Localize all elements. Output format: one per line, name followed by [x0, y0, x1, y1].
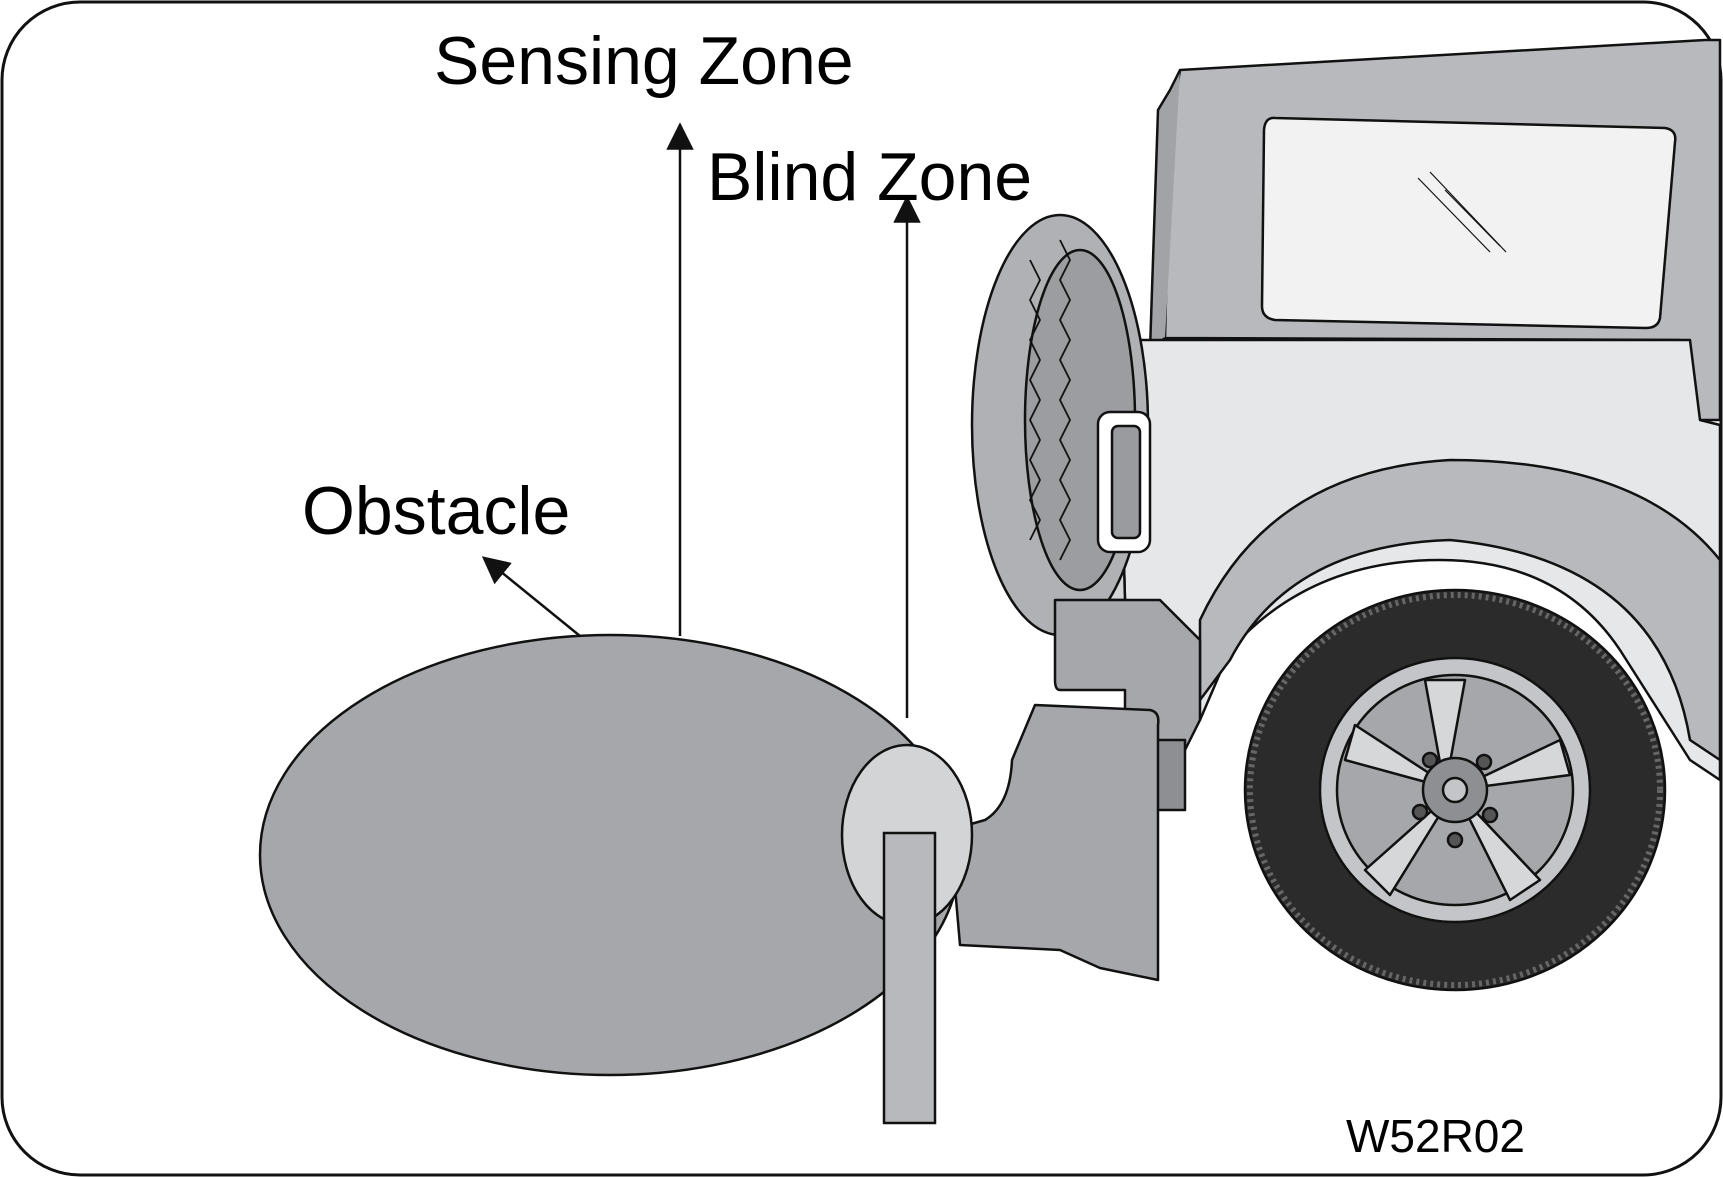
rear-window — [1260, 116, 1677, 330]
blind-zone-label: Blind Zone — [707, 139, 1032, 215]
suv-rear-illustration — [970, 38, 1722, 992]
sensing-zone-label: Sensing Zone — [434, 23, 854, 99]
lug-nut — [1475, 753, 1493, 771]
obstacle-label: Obstacle — [302, 473, 570, 549]
tail-light-lens — [1110, 424, 1142, 540]
lug-nut — [1421, 751, 1439, 769]
window-glare — [1444, 189, 1501, 247]
lug-nut — [1411, 803, 1429, 821]
tire-sidewall-texture — [1247, 592, 1663, 988]
sensor-housing — [948, 703, 1160, 982]
tire-tread — [1029, 259, 1041, 541]
obstacle-arrow — [481, 556, 581, 637]
window-glare — [1417, 177, 1491, 253]
lug-nut — [1481, 806, 1499, 824]
obstacle-post — [882, 831, 937, 1125]
wheel-center-cap — [1441, 776, 1469, 804]
figure-code-label: W52R02 — [1346, 1110, 1525, 1162]
rear-bumper — [1053, 598, 1202, 762]
fender-flare — [1198, 458, 1722, 762]
tire-tread — [1059, 239, 1071, 561]
lug-nut — [1446, 831, 1464, 849]
